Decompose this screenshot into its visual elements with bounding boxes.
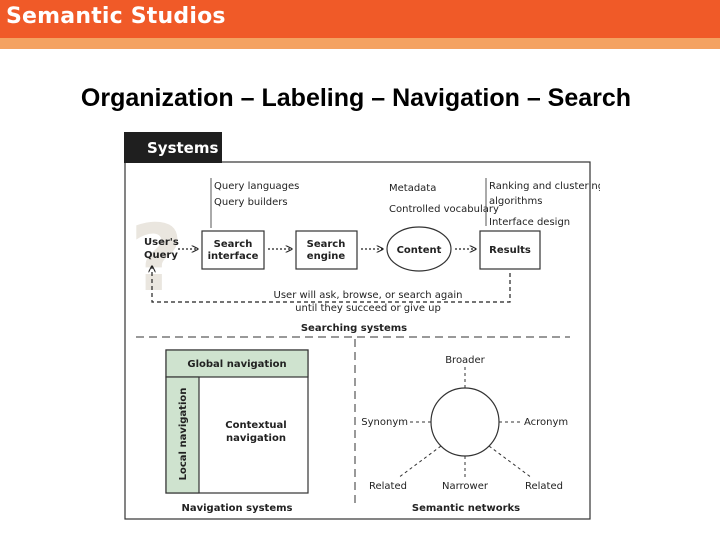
- loop-note-line2: until they succeed or give up: [295, 303, 441, 314]
- question-mark-icon: ?: [130, 205, 183, 312]
- semantic-node-circle: [430, 387, 500, 457]
- users-query-line1: User's: [144, 237, 179, 248]
- systems-tab: [124, 132, 222, 163]
- search-engine-box: [295, 230, 358, 270]
- results-note-1: Ranking and clustering: [489, 181, 600, 192]
- content-ellipse: [386, 226, 452, 272]
- global-navigation-label: Global navigation: [187, 359, 286, 370]
- synonym-label: Synonym: [361, 417, 408, 428]
- systems-diagram: Systems ? User's Query Query languages Q…: [110, 128, 600, 528]
- content-note-1: Metadata: [389, 183, 436, 194]
- systems-tab-label: Systems: [147, 139, 218, 157]
- search-interface-box: [201, 230, 265, 270]
- semantic-networks-label: Semantic networks: [412, 503, 520, 514]
- search-interface-line2: interface: [208, 251, 259, 262]
- global-navigation-bar: [165, 349, 309, 378]
- content-note-2: Controlled vocabulary: [389, 204, 499, 215]
- local-navigation-bar: [165, 376, 200, 494]
- content-label: Content: [397, 245, 442, 256]
- users-query-line2: Query: [144, 250, 178, 261]
- acronym-label: Acronym: [524, 417, 568, 428]
- header-stripe: [0, 38, 720, 49]
- results-note-2: algorithms: [489, 196, 542, 207]
- results-note-3: Interface design: [489, 217, 570, 228]
- slide-title: Organization – Labeling – Navigation – S…: [80, 84, 632, 112]
- searching-systems-label: Searching systems: [301, 323, 407, 334]
- loop-note-line1: User will ask, browse, or search again: [274, 290, 463, 301]
- loop-back-path: [152, 266, 511, 303]
- link-related-right: [488, 445, 533, 479]
- search-engine-line2: engine: [307, 251, 346, 262]
- results-box: [479, 230, 541, 270]
- related-right-label: Related: [525, 481, 563, 492]
- related-left-label: Related: [369, 481, 407, 492]
- interface-note-1: Query languages: [214, 181, 299, 192]
- search-interface-line1: Search: [214, 239, 253, 250]
- results-label: Results: [489, 245, 531, 256]
- narrower-label: Narrower: [442, 481, 489, 492]
- contextual-navigation-line1: Contextual: [225, 420, 286, 431]
- navigation-systems-label: Navigation systems: [181, 503, 292, 514]
- broader-label: Broader: [445, 355, 485, 366]
- header-bar: [0, 0, 720, 38]
- contextual-navigation-line2: navigation: [226, 433, 286, 444]
- interface-note-2: Query builders: [214, 197, 288, 208]
- local-navigation-label: Local navigation: [178, 388, 189, 481]
- link-related-left: [397, 445, 442, 479]
- search-engine-line1: Search: [307, 239, 346, 250]
- brand-logo: Semantic Studios: [6, 4, 226, 29]
